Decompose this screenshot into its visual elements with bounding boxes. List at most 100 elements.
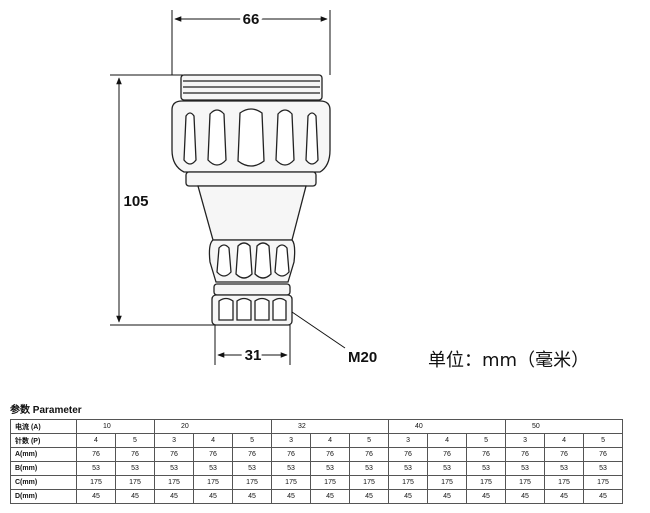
table-cell: 175 <box>76 475 116 490</box>
current-group: 20 <box>154 419 273 434</box>
row-header: B(mm) <box>10 461 77 476</box>
table-cell: 53 <box>583 461 624 476</box>
table-row-current: 电流 (A) 10 20 32 40 50 <box>10 419 624 434</box>
connector-drawing: 66 105 <box>110 8 377 367</box>
table-cell: 4 <box>310 433 351 448</box>
table-cell: 53 <box>427 461 468 476</box>
table-cell: 175 <box>154 475 195 490</box>
table-cell: 175 <box>505 475 546 490</box>
table-cell: 53 <box>114 461 156 476</box>
table-cell: 76 <box>505 447 546 462</box>
table-cell: 53 <box>544 461 585 476</box>
table-cell: 45 <box>466 489 507 504</box>
table-cell: 45 <box>544 489 585 504</box>
table-cell: 175 <box>114 475 156 490</box>
table-cell: 53 <box>388 461 429 476</box>
row-header: 针数 (P) <box>10 433 77 448</box>
table-cell: 53 <box>466 461 507 476</box>
table-cell: 4 <box>427 433 468 448</box>
current-group: 50 <box>505 419 624 434</box>
height-value: 105 <box>123 193 148 210</box>
table-cell: 175 <box>427 475 468 490</box>
table-cell: 45 <box>76 489 116 504</box>
table-cell: 76 <box>388 447 429 462</box>
table-cell: 76 <box>583 447 624 462</box>
table-cell: 53 <box>310 461 351 476</box>
thread-leader: M20 <box>291 311 377 366</box>
width-dimension-top: 66 <box>171 8 331 75</box>
width-bottom-value: 31 <box>245 347 262 364</box>
table-cell: 4 <box>76 433 116 448</box>
table-cell: 5 <box>114 433 156 448</box>
table-cell: 175 <box>388 475 429 490</box>
table-cell: 76 <box>76 447 116 462</box>
table-cell: 45 <box>583 489 624 504</box>
table-cell: 4 <box>544 433 585 448</box>
table-cell: 76 <box>544 447 585 462</box>
table-cell: 45 <box>505 489 546 504</box>
connector-body <box>171 74 331 326</box>
table-cell: 76 <box>271 447 312 462</box>
height-dimension: 105 <box>110 74 215 326</box>
table-cell: 175 <box>466 475 507 490</box>
table-cell: 76 <box>193 447 234 462</box>
table-cell: 175 <box>544 475 585 490</box>
table-cell: 175 <box>193 475 234 490</box>
table-cell: 3 <box>271 433 312 448</box>
current-group: 32 <box>271 419 390 434</box>
table-cell: 175 <box>232 475 273 490</box>
table-cell: 45 <box>388 489 429 504</box>
table-cell: 5 <box>466 433 507 448</box>
current-group: 40 <box>388 419 507 434</box>
table-cell: 45 <box>310 489 351 504</box>
table-cell: 53 <box>76 461 116 476</box>
table-cell: 45 <box>349 489 390 504</box>
table-cell: 45 <box>114 489 156 504</box>
table-cell: 76 <box>154 447 195 462</box>
width-dimension-bottom: 31 <box>214 325 291 367</box>
table-cell: 175 <box>310 475 351 490</box>
table-cell: 45 <box>154 489 195 504</box>
table-cell: 76 <box>232 447 273 462</box>
table-cell: 53 <box>349 461 390 476</box>
table-cell: 45 <box>271 489 312 504</box>
table-cell: 5 <box>349 433 390 448</box>
width-top-value: 66 <box>243 11 260 28</box>
row-header: 电流 (A) <box>10 419 77 434</box>
table-cell: 76 <box>114 447 156 462</box>
table-cell: 45 <box>193 489 234 504</box>
current-group: 10 <box>75 419 156 434</box>
table-cell: 76 <box>349 447 390 462</box>
table-cell: 3 <box>388 433 429 448</box>
row-header: C(mm) <box>10 475 77 490</box>
table-cell: 3 <box>154 433 195 448</box>
table-cell: 53 <box>154 461 195 476</box>
table-cell: 175 <box>349 475 390 490</box>
thread-label: M20 <box>348 349 377 366</box>
table-cell: 175 <box>583 475 624 490</box>
table-cell: 53 <box>505 461 546 476</box>
table-cell: 76 <box>466 447 507 462</box>
table-cell: 45 <box>427 489 468 504</box>
table-cell: 4 <box>193 433 234 448</box>
table-cell: 5 <box>583 433 624 448</box>
row-header: A(mm) <box>10 447 77 462</box>
table-cell: 5 <box>232 433 273 448</box>
row-header: D(mm) <box>10 489 77 504</box>
parameter-heading: 参数 Parameter <box>10 405 82 416</box>
table-cell: 53 <box>271 461 312 476</box>
table-cell: 76 <box>310 447 351 462</box>
table-cell: 76 <box>427 447 468 462</box>
table-cell: 53 <box>193 461 234 476</box>
unit-note: 单位：mm（毫米） <box>428 350 590 371</box>
table-cell: 45 <box>232 489 273 504</box>
table-cell: 53 <box>232 461 273 476</box>
table-cell: 175 <box>271 475 312 490</box>
table-cell: 3 <box>505 433 546 448</box>
